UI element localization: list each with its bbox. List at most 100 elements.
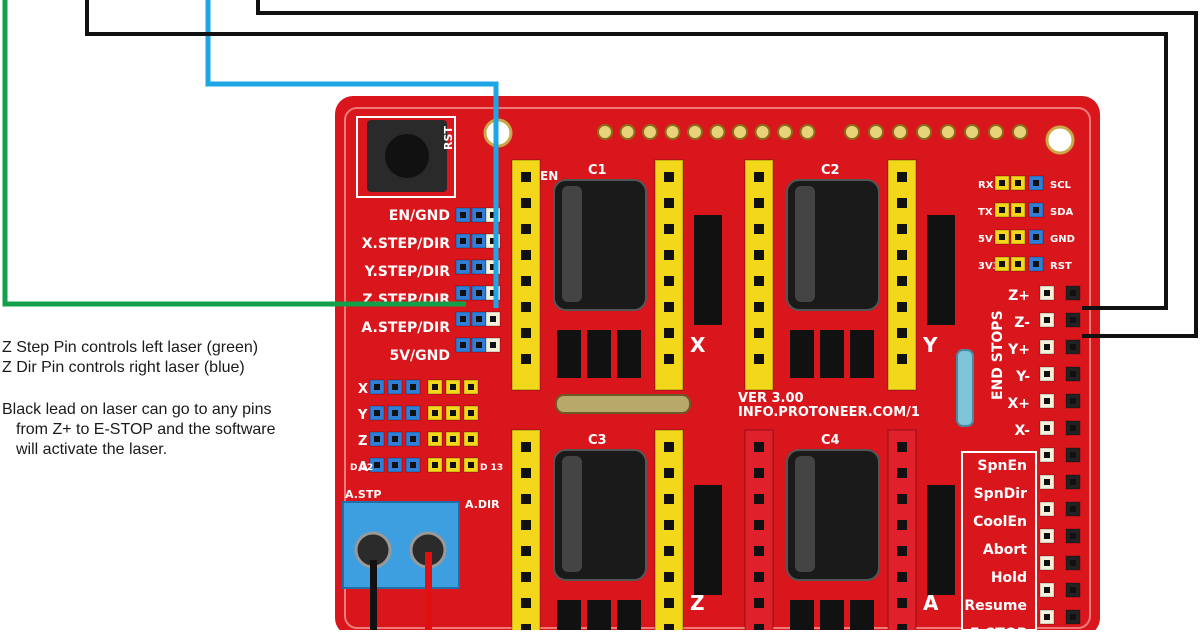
pin-hole [432,410,438,416]
axis-label-Y: Y [922,333,938,357]
socket-hole [754,546,764,556]
pin-hole [374,462,380,468]
pin-hole [1044,425,1050,431]
microstep-jumper [617,600,641,635]
pin-hole [374,384,380,390]
note-activate: will activate the laser. [16,441,168,458]
pin-hole [460,238,466,244]
microstep-jumper [557,600,581,635]
socket-hole [521,520,531,530]
pin-hole [410,436,416,442]
pin-hole [1015,261,1021,267]
microstep-jumper [557,330,581,378]
top-pin [916,124,932,140]
top-pin [1012,124,1028,140]
left-pin-labels: EN/GNDX.STEP/DIRY.STEP/DIRZ.STEP/DIRA.ST… [361,208,450,364]
socket-hole [754,198,764,208]
microstep-jumper [587,330,611,378]
end-stop-X+: X+ [1007,396,1030,412]
top-pin [619,124,636,140]
socket-hole [664,572,674,582]
socket-hole [664,224,674,234]
pin-hole [476,238,482,244]
pin-hole [1070,560,1076,566]
axis-label-Z: Z [690,591,705,615]
socket-hole [521,198,531,208]
capacitor-shine [795,186,815,302]
end-stop-X-: X- [1015,423,1031,439]
side-header [694,215,722,325]
pcb-outline [344,107,1091,629]
pin-hole [476,342,482,348]
clone-label-A: A [358,460,368,475]
top-pin [844,124,860,140]
socket-hole [521,328,531,338]
socket-hole [664,520,674,530]
microstep-jumper [850,330,874,378]
top-pin [597,124,613,140]
pin-hole [1033,234,1039,240]
pin-hole [476,212,482,218]
socket-hole [521,468,531,478]
stepdir-headers [455,207,501,353]
pin-hole [1044,614,1050,620]
pin-hole [490,212,496,218]
pin-hole [392,462,398,468]
pin-hole [1044,587,1050,593]
d12-label: D 12 [350,463,373,473]
pin-hole [410,410,416,416]
socket-hole [897,354,907,364]
socket-hole [521,572,531,582]
black-wire-1 [85,0,1168,310]
pin-hole [1070,479,1076,485]
microstep-jumper [820,330,844,378]
side-header [694,485,722,595]
socket-hole [521,354,531,364]
top-pin [687,124,703,140]
pin-hole [999,261,1005,267]
socket-hole [664,354,674,364]
end-stops-title: END STOPS [990,310,1006,400]
socket-hole [754,276,764,286]
socket-hole [754,250,764,260]
cnc-shield-board: RST EN/GNDX.STEP/DIRY.STEP/DIRZ.STEP/DIR… [335,96,1100,635]
capacitor-shine [562,186,582,302]
i2c-right-GND: GND [1050,234,1075,245]
socket-hole [754,354,764,364]
pin-hole [460,212,466,218]
control-estop: E-STOP [970,626,1027,630]
socket-hole [754,572,764,582]
pin-hole [490,238,496,244]
pin-hole [432,462,438,468]
url-label: INFO.PROTONEER.COM/1 [738,405,920,420]
pin-hole [1044,452,1050,458]
top-pin [754,124,771,140]
pin-hole [476,264,482,270]
pin-hole [1044,479,1050,485]
top-pin [964,124,980,140]
i2c-right-SDA: SDA [1050,207,1074,218]
a-dir-label: A.DIR [465,498,500,511]
socket-hole [754,328,764,338]
i2c-right-RST: RST [1050,261,1072,272]
socket-hole [897,198,907,208]
clone-label-X: X [358,382,368,397]
pin-hole [460,264,466,270]
pin-hole [1044,533,1050,539]
pin-hole [1044,398,1050,404]
socket-hole [754,598,764,608]
socket-hole [754,172,764,182]
socket-hole [521,172,531,182]
pin-hole [1044,560,1050,566]
pin-hole [1070,587,1076,593]
top-pin [799,124,816,140]
pin-hole [410,462,416,468]
control-hold: Hold [991,570,1027,586]
socket-hole [897,520,907,530]
black-power-lead [370,560,377,630]
side-header [927,215,955,325]
socket-hole [664,250,674,260]
blue-wire [205,0,499,308]
socket-hole [754,442,764,452]
